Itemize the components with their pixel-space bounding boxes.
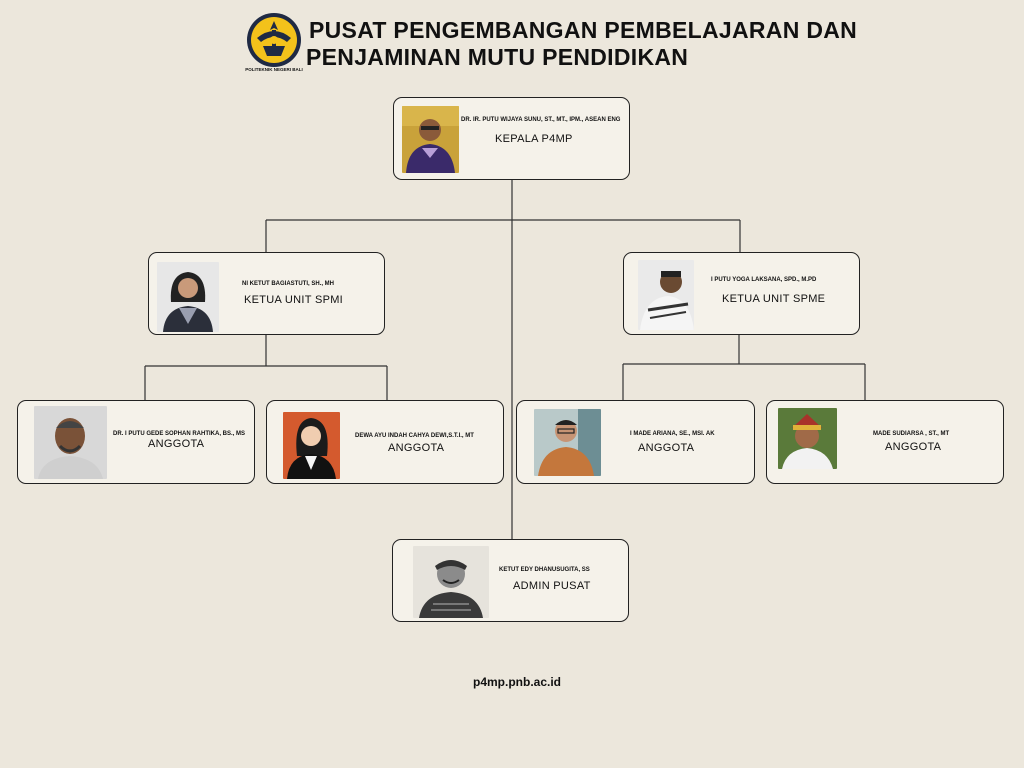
spme-role: KETUA UNIT SPME (722, 293, 826, 305)
anggota-1-name: DR. I PUTU GEDE SOPHAN RAHTIKA, BS., MS (113, 431, 246, 437)
spmi-name: NI KETUT BAGIASTUTI, SH., MH (242, 281, 334, 287)
anggota-3-photo (534, 409, 601, 476)
card-ketua-spme: I PUTU YOGA LAKSANA, SPD., M.PD KETUA UN… (623, 252, 860, 335)
page-title-line1: PUSAT PENGEMBANGAN PEMBELAJARAN DAN (309, 17, 858, 43)
card-admin-pusat: KETUT EDY DHANUSUGITA, SS ADMIN PUSAT (392, 539, 629, 622)
anggota-3-role: ANGGOTA (638, 442, 695, 454)
kepala-photo (402, 106, 459, 173)
anggota-4-name: MADE SUDIARSA , ST., MT (873, 431, 950, 437)
logo-caption: POLITEKNIK NEGERI BALI (245, 67, 303, 72)
card-anggota-1: DR. I PUTU GEDE SOPHAN RAHTIKA, BS., MS … (17, 400, 255, 484)
card-kepala-p4mp: DR. IR. PUTU WIJAYA SUNU, ST., MT., IPM.… (393, 97, 630, 180)
anggota-2-name: DEWA AYU INDAH CAHYA DEWI,S.T.I., MT (355, 433, 474, 439)
admin-photo (413, 546, 489, 618)
anggota-2-role: ANGGOTA (388, 442, 445, 454)
admin-role: ADMIN PUSAT (513, 580, 591, 592)
card-anggota-3: I MADE ARIANA, SE., MSI. AK ANGGOTA (516, 400, 755, 484)
card-anggota-2: DEWA AYU INDAH CAHYA DEWI,S.T.I., MT ANG… (266, 400, 504, 484)
anggota-3-name: I MADE ARIANA, SE., MSI. AK (630, 431, 715, 437)
politeknik-logo (243, 12, 305, 76)
anggota-4-photo (778, 408, 837, 469)
anggota-2-photo (283, 412, 340, 479)
admin-name: KETUT EDY DHANUSUGITA, SS (499, 567, 590, 573)
footer-url: p4mp.pnb.ac.id (472, 675, 561, 689)
page-title-line2: PENJAMINAN MUTU PENDIDIKAN (306, 44, 689, 70)
spmi-role: KETUA UNIT SPMI (244, 294, 344, 306)
spme-photo (638, 260, 694, 330)
spme-name: I PUTU YOGA LAKSANA, SPD., M.PD (711, 277, 817, 283)
card-anggota-4: MADE SUDIARSA , ST., MT ANGGOTA (766, 400, 1004, 484)
anggota-1-role: ANGGOTA (148, 438, 205, 450)
card-ketua-spmi: NI KETUT BAGIASTUTI, SH., MH KETUA UNIT … (148, 252, 385, 335)
kepala-name: DR. IR. PUTU WIJAYA SUNU, ST., MT., IPM.… (461, 117, 621, 123)
spmi-photo (157, 262, 219, 332)
anggota-4-role: ANGGOTA (885, 441, 942, 453)
anggota-1-photo (34, 406, 107, 479)
kepala-role: KEPALA P4MP (495, 133, 573, 145)
